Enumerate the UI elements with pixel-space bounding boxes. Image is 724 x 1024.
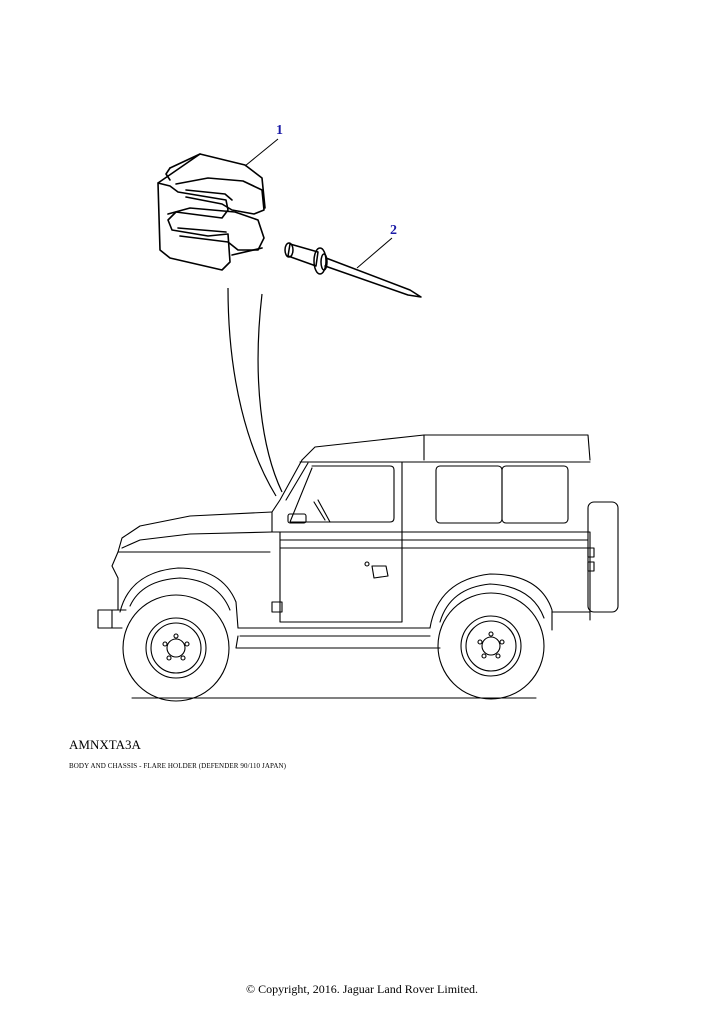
callout-1-label: 1: [276, 123, 283, 138]
callout-2: 2: [356, 223, 397, 269]
illustration-code: AMNXTA3A: [69, 737, 141, 752]
vehicle-side-view: [97, 434, 619, 699]
rear-wheel: [437, 592, 545, 700]
flare-holder-clip: [157, 153, 266, 271]
location-leader-lines: [227, 287, 283, 497]
parts-diagram: 1 2: [97, 123, 619, 702]
callout-2-label: 2: [390, 223, 397, 238]
diagram-caption: BODY AND CHASSIS - FLARE HOLDER (DEFENDE…: [69, 762, 287, 770]
callout-1: 1: [244, 123, 283, 167]
front-wheel: [122, 594, 230, 702]
rivet: [284, 242, 422, 298]
copyright-notice: © Copyright, 2016. Jaguar Land Rover Lim…: [245, 982, 479, 996]
